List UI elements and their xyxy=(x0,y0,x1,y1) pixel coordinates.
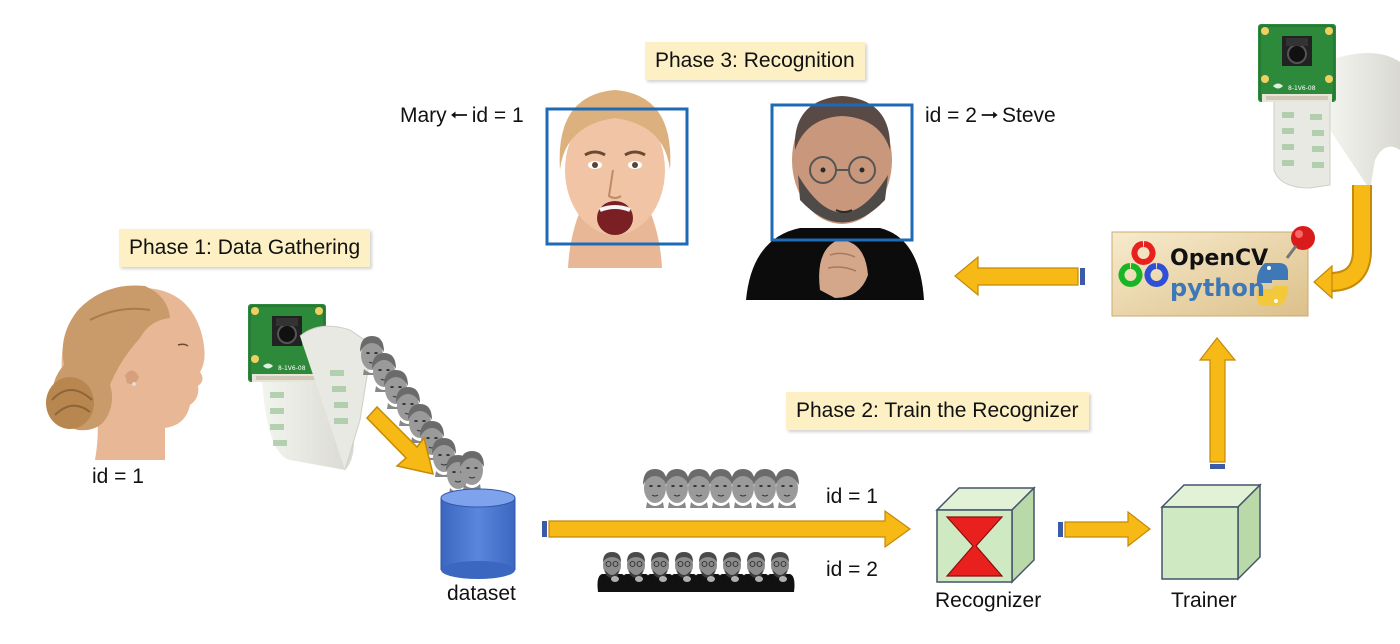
woman-profile-photo xyxy=(46,285,205,460)
phase3-label: Phase 3: Recognition xyxy=(645,42,865,81)
opencv-title: OpenCV xyxy=(1170,246,1269,271)
trainer-label: Trainer xyxy=(1171,589,1237,612)
mary-recognition-label: Mary🠀id = 1 xyxy=(400,105,524,126)
mary-detection-box xyxy=(545,107,689,246)
person-id-label: id = 1 xyxy=(92,465,144,488)
mary-face-photo xyxy=(559,90,671,268)
dataset-cylinder-icon xyxy=(440,488,516,579)
arrow-camera-to-opencv xyxy=(1313,185,1372,300)
opencv-python-logo xyxy=(1111,226,1315,317)
arrow-opencv-to-recognition xyxy=(954,255,1085,297)
trainer-cube-icon xyxy=(1160,483,1262,581)
steve-face-photo xyxy=(746,96,924,300)
recognizer-cube-icon xyxy=(935,486,1036,584)
opencv-python-text: python xyxy=(1170,274,1265,302)
steve-name: Steve xyxy=(1002,104,1056,127)
left-arrow-icon: 🠀 xyxy=(450,104,468,127)
pi-camera-2 xyxy=(1257,23,1400,190)
steve-detection-box xyxy=(770,103,914,242)
id1-label: id = 1 xyxy=(826,485,878,508)
steve-recognition-label: id = 2🠂Steve xyxy=(925,105,1056,126)
phase1-label: Phase 1: Data Gathering xyxy=(119,229,371,268)
mary-name: Mary xyxy=(400,104,447,127)
face-row-id1 xyxy=(642,468,800,509)
steve-id: id = 2 xyxy=(925,104,977,127)
arrow-capture-to-dataset xyxy=(365,405,435,475)
dataset-label: dataset xyxy=(447,582,516,605)
mary-id: id = 1 xyxy=(471,104,524,127)
recognizer-label: Recognizer xyxy=(935,589,1042,612)
pi-camera-1 xyxy=(247,303,373,471)
right-arrow-icon: 🠂 xyxy=(980,104,999,127)
arrow-recognizer-to-trainer xyxy=(1058,510,1151,548)
face-row-id2 xyxy=(597,551,795,593)
phase2-label: Phase 2: Train the Recognizer xyxy=(786,392,1089,431)
id2-label: id = 2 xyxy=(826,558,878,581)
arrow-trainer-to-opencv xyxy=(1198,337,1237,469)
arrow-dataset-to-recognizer xyxy=(542,509,912,549)
